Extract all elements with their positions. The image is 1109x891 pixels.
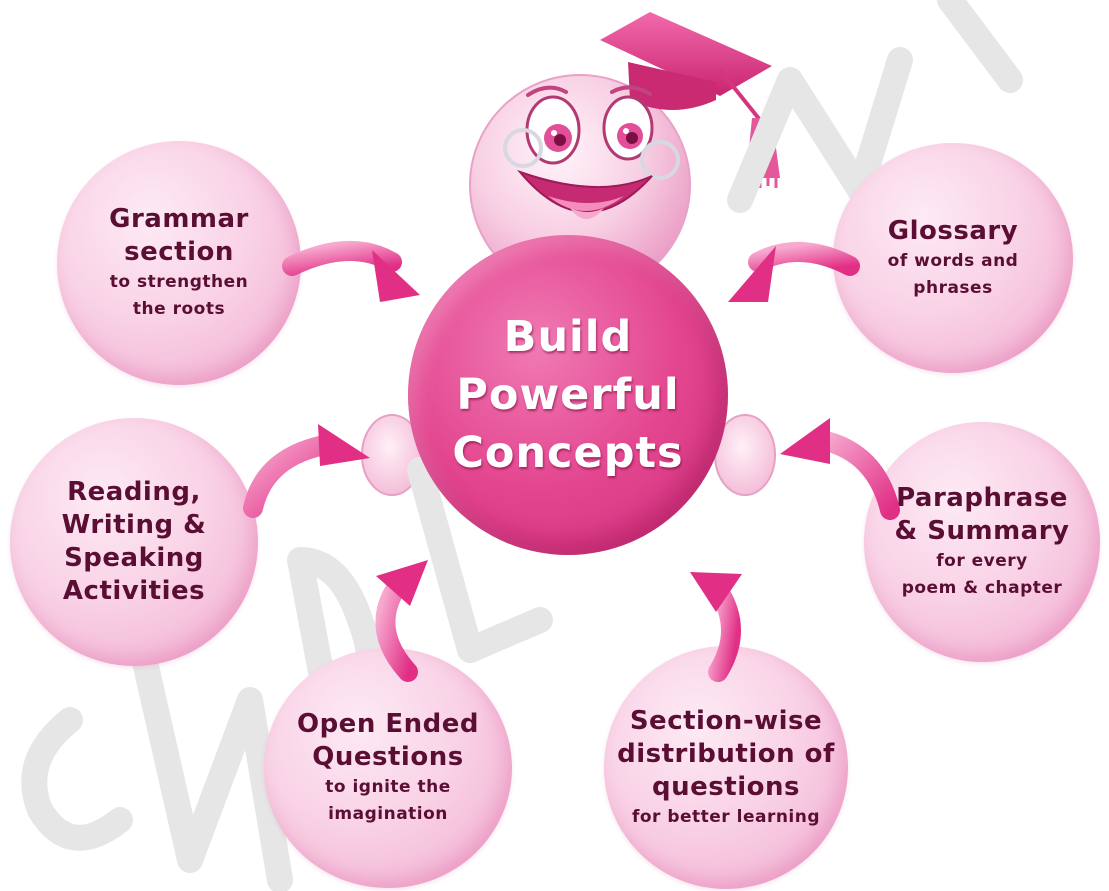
- arrow-grammar-icon: [282, 240, 420, 302]
- glossary-heading-line-1: Glossary: [887, 215, 1019, 246]
- grammar-sub-line-1: to strengthen: [109, 272, 249, 292]
- section-wise-sub-line-1: for better learning: [631, 806, 821, 827]
- open-ended-heading-line-2: Questions: [312, 742, 464, 772]
- reading-writing-bubble: Reading, Writing & Speaking Activities: [10, 418, 258, 666]
- arrow-glossary-icon: [728, 242, 860, 302]
- open-ended-sub-line-2: imagination: [328, 804, 448, 824]
- center-title-line-1: Build: [503, 312, 633, 362]
- reading-heading-line-3: Speaking: [64, 543, 204, 573]
- arrow-reading-icon: [243, 424, 370, 518]
- arrow-paraphrase-icon: [780, 418, 900, 520]
- paraphrase-bubble: Paraphrase & Summary for every poem & ch…: [864, 422, 1100, 662]
- section-wise-heading-line-1: Section-wise: [629, 705, 823, 736]
- paraphrase-sub-line-2: poem & chapter: [901, 578, 1063, 598]
- center-title-line-2: Powerful: [456, 370, 680, 420]
- reading-heading-line-4: Activities: [62, 576, 206, 606]
- glossary-bubble: Glossary of words and phrases: [833, 143, 1073, 373]
- arrow-section-wise-icon: [690, 572, 742, 682]
- open-ended-sub-line-1: to ignite the: [325, 777, 451, 797]
- paraphrase-sub-line-1: for every: [936, 551, 1028, 571]
- center-title-line-3: Concepts: [452, 428, 684, 478]
- glossary-sub-line-1: of words and: [887, 250, 1019, 271]
- arrow-open-ended-icon: [375, 560, 428, 682]
- reading-heading-line-2: Writing &: [61, 510, 207, 540]
- open-ended-heading-line-1: Open Ended: [296, 709, 480, 739]
- reading-heading-line-1: Reading,: [67, 477, 201, 507]
- grammar-heading-line-1: Grammar: [109, 204, 249, 234]
- grammar-bubble: Grammar section to strengthen the roots: [57, 141, 301, 385]
- section-wise-heading-line-3: questions: [652, 771, 800, 802]
- grammar-sub-line-2: the roots: [132, 299, 226, 319]
- grammar-heading-line-2: section: [124, 237, 234, 267]
- paraphrase-heading-line-2: & Summary: [894, 516, 1070, 546]
- paraphrase-heading-line-1: Paraphrase: [896, 483, 1068, 513]
- open-ended-bubble: Open Ended Questions to ignite the imagi…: [264, 648, 512, 888]
- section-wise-heading-line-2: distribution of: [617, 738, 835, 769]
- center-concept-circle: Build Powerful Concepts: [408, 235, 728, 555]
- section-wise-bubble: Section-wise distribution of questions f…: [604, 646, 848, 889]
- glossary-sub-line-2: phrases: [913, 277, 993, 298]
